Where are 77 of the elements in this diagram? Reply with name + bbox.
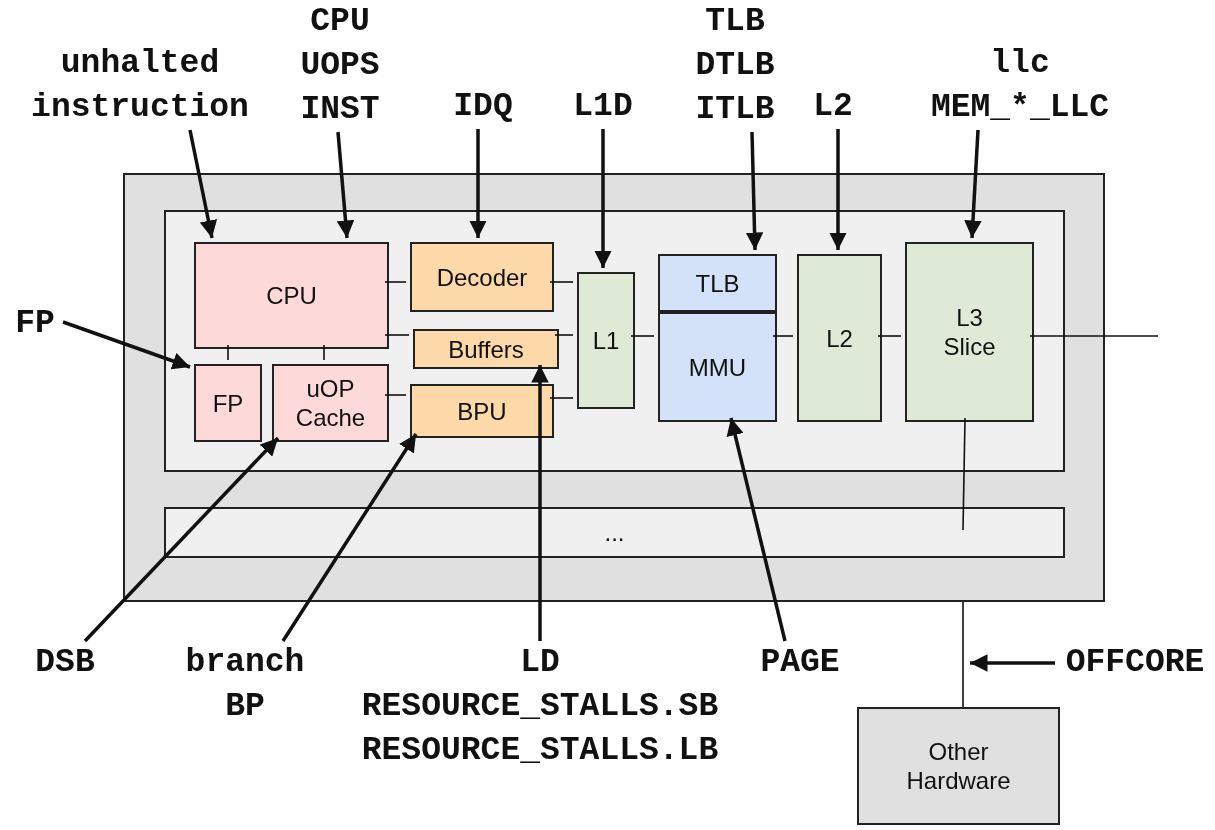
outer-panel (123, 173, 1105, 602)
leader-arrow (281, 433, 418, 642)
event-label: instruction (31, 88, 249, 128)
box-label: TLB (695, 268, 740, 298)
component-box (194, 242, 389, 349)
component-box (410, 242, 554, 312)
leader-arrow (970, 654, 1055, 672)
leader-arrow (531, 365, 549, 641)
connector-line (384, 281, 407, 283)
box-label: Other Hardware (905, 737, 1012, 795)
box-label: ... (604, 518, 625, 547)
box-label: MMU (688, 352, 747, 382)
connector-line (772, 335, 794, 337)
event-label: IDQ (453, 87, 513, 127)
box-label: Buffers (448, 334, 524, 364)
connector-line (549, 397, 574, 399)
event-label: RESOURCE_STALLS.SB (361, 687, 719, 727)
event-label: ITLB (695, 90, 775, 130)
leader-arrow (745, 131, 764, 251)
box-label: FP (212, 388, 244, 418)
box-label: CPU (266, 281, 317, 310)
event-label: RESOURCE_STALLS.LB (361, 731, 719, 771)
event-label: MEM_*_LLC (930, 88, 1110, 128)
leader-arrow (188, 129, 218, 239)
event-label: llc (990, 44, 1050, 84)
event-label: UOPS (300, 46, 380, 86)
event-label: CPU (310, 2, 370, 42)
connector-line (549, 281, 574, 283)
leader-arrow (594, 129, 612, 268)
event-label: DTLB (695, 46, 775, 86)
box-label: uOP Cache (294, 374, 367, 432)
component-box (410, 384, 554, 438)
event-label: DSB (35, 643, 95, 683)
connector-line (384, 334, 410, 336)
leader-arrow (726, 417, 787, 642)
event-label: PAGE (760, 643, 840, 683)
leader-arrow (829, 129, 847, 250)
inner-panel (164, 507, 1065, 558)
event-label: L1D (573, 87, 633, 127)
component-box (413, 329, 559, 369)
leader-arrow (83, 436, 280, 643)
connector-line (384, 394, 407, 396)
event-label: INST (300, 90, 380, 130)
leader-arrow (62, 320, 191, 370)
component-box (194, 364, 262, 442)
event-label: branch (185, 643, 305, 683)
event-label: L2 (813, 87, 853, 127)
connector-line (227, 344, 229, 361)
connector-line (962, 601, 964, 708)
box-label: L2 (826, 323, 853, 353)
box-label: BPU (457, 396, 507, 426)
component-box (272, 364, 389, 442)
inner-panel (164, 210, 1065, 472)
connector-line (630, 335, 655, 337)
box-label: L1 (592, 326, 620, 355)
event-label: OFFCORE (1065, 643, 1205, 683)
event-label: FP (15, 304, 55, 344)
connector-line (1029, 335, 1159, 337)
connector-line (323, 344, 325, 361)
connector-line (554, 334, 574, 336)
event-label: BP (225, 687, 265, 727)
event-label: TLB (705, 2, 765, 42)
event-label: LD (520, 643, 560, 683)
connector-line (877, 335, 902, 337)
box-label: Decoder (436, 262, 528, 292)
component-box (658, 312, 777, 422)
component-box (577, 272, 635, 409)
leader-arrow (469, 129, 487, 238)
leader-arrow (336, 131, 355, 239)
hardware-box (857, 707, 1060, 825)
component-box (797, 254, 882, 422)
connector-line (962, 417, 966, 531)
leader-arrow (964, 129, 982, 239)
event-label: unhalted (60, 44, 220, 84)
component-box (905, 242, 1034, 422)
component-box (658, 254, 777, 312)
box-label: L3 Slice (942, 303, 997, 361)
